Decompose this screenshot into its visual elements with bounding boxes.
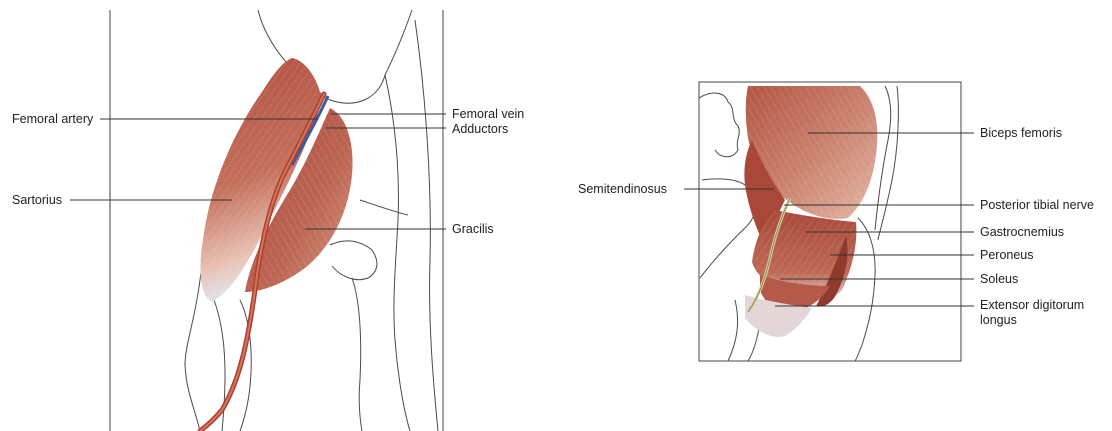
label-femoral-vein: Femoral vein [452, 107, 524, 122]
label-femoral-artery: Femoral artery [12, 112, 93, 127]
label-sartorius: Sartorius [12, 193, 62, 208]
shin-lateral-outline [855, 218, 875, 361]
other-leg-outline [415, 20, 438, 431]
label-gastrocnemius: Gastrocnemius [980, 225, 1064, 240]
front-thigh-outline-2 [878, 86, 898, 240]
front-thigh-outline [875, 86, 891, 230]
buttock-outline [699, 93, 739, 157]
label-soleus: Soleus [980, 272, 1018, 287]
medial-knee-outline [360, 200, 408, 215]
label-biceps-femoris: Biceps femoris [980, 126, 1062, 141]
shin-outline [352, 278, 362, 431]
calf-back-outline [728, 300, 738, 361]
patella-outline [330, 241, 377, 280]
label-peroneus: Peroneus [980, 248, 1034, 263]
label-semitendinosus: Semitendinosus [578, 182, 667, 197]
posterior-leg-view [684, 82, 974, 361]
label-adductors: Adductors [452, 122, 508, 137]
anterior-thigh-view [70, 10, 446, 431]
label-posterior-tibial-nerve: Posterior tibial nerve [980, 198, 1094, 213]
label-extensor-digitorum-longus: Extensor digitorum longus [980, 298, 1100, 328]
label-gracilis: Gracilis [452, 222, 494, 237]
